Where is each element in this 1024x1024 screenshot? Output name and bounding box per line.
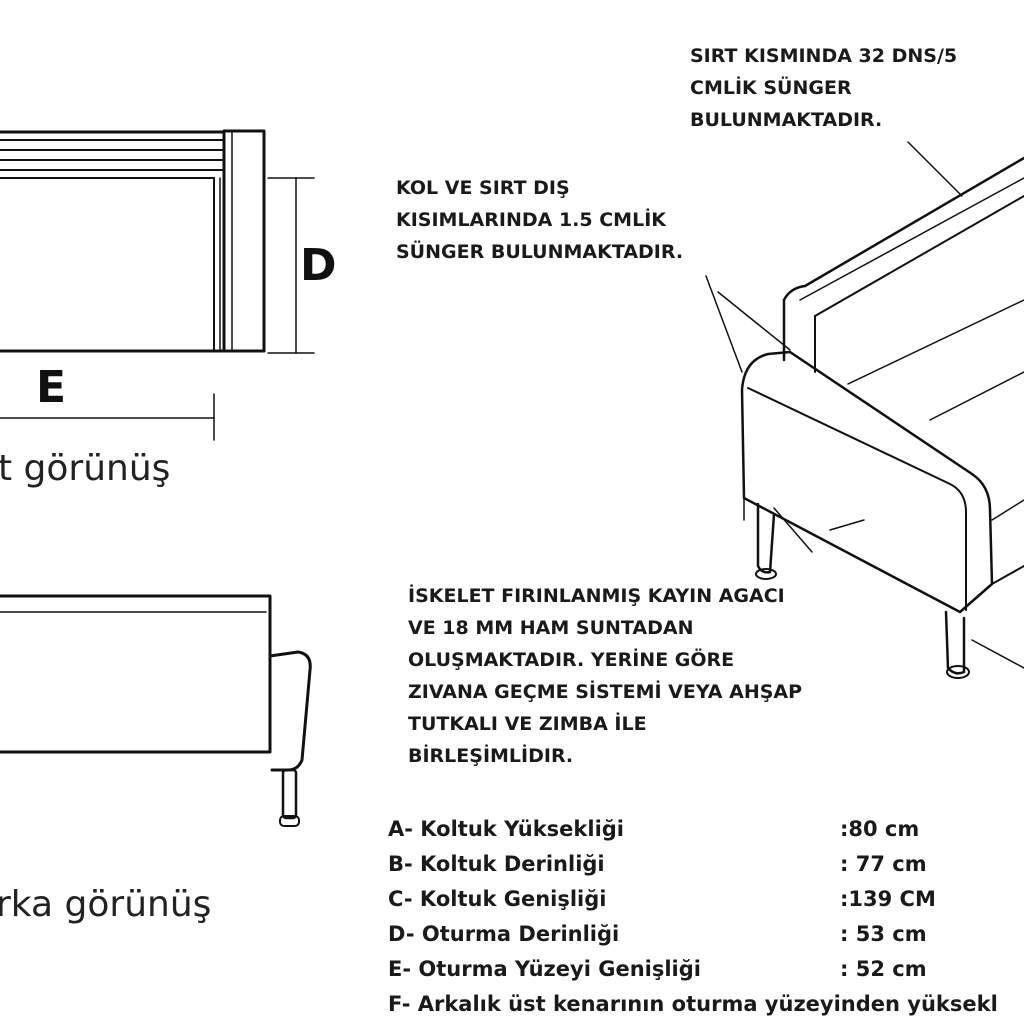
spec-label: A- Koltuk Yüksekliği bbox=[388, 817, 625, 841]
spec-label: E- Oturma Yüzeyi Genişliği bbox=[388, 957, 701, 981]
note-line: OLUŞMAKTADIR. YERİNE GÖRE bbox=[408, 649, 735, 671]
spec-row: D- Oturma Derinliği : 53 cm bbox=[388, 917, 1024, 952]
note-line: VE 18 MM HAM SUNTADAN bbox=[408, 617, 694, 639]
perspective-sofa-drawing bbox=[705, 141, 1024, 679]
spec-value: : 52 cm bbox=[840, 957, 927, 981]
spec-label: D- Oturma Derinliği bbox=[388, 922, 620, 946]
spec-value: :139 CM bbox=[840, 887, 936, 911]
note-outer-foam: KOL VE SIRT DIŞ KISIMLARINDA 1.5 CMLİK S… bbox=[396, 172, 683, 268]
back-view-armrest bbox=[268, 650, 312, 772]
top-view-armrest bbox=[222, 129, 266, 353]
top-view-drawing bbox=[0, 129, 315, 441]
dimension-line-e bbox=[0, 393, 215, 441]
spec-value: : 77 cm bbox=[840, 852, 927, 876]
top-view-backrest bbox=[0, 130, 226, 179]
spec-label: B- Koltuk Derinliği bbox=[388, 852, 605, 876]
spec-row: A- Koltuk Yüksekliği :80 cm bbox=[388, 812, 1024, 847]
note-line: SÜNGER BULUNMAKTADIR. bbox=[396, 241, 684, 263]
back-view-leg bbox=[281, 768, 298, 820]
leader-lines bbox=[705, 141, 1024, 669]
note-line: TUTKALI VE ZIMBA İLE bbox=[408, 713, 647, 735]
spec-label: F- Arkalık üst kenarının oturma yüzeyind… bbox=[388, 992, 998, 1016]
note-line: KOL VE SIRT DIŞ bbox=[396, 177, 570, 199]
back-view-leg-foot bbox=[279, 815, 300, 827]
dimension-label-e: E bbox=[36, 362, 67, 413]
spec-row: F- Arkalık üst kenarının oturma yüzeyind… bbox=[388, 987, 1024, 1022]
note-back-foam: SIRT KISMINDA 32 DNS/5 CMLİK SÜNGER BULU… bbox=[690, 40, 957, 136]
spec-row: E- Oturma Yüzeyi Genişliği : 52 cm bbox=[388, 952, 1024, 987]
back-view-label: rka görünüş bbox=[0, 884, 212, 925]
spec-row: C- Koltuk Genişliği :139 CM bbox=[388, 882, 1024, 917]
armrest-perspective bbox=[740, 350, 1024, 614]
note-line: BULUNMAKTADIR. bbox=[690, 109, 883, 131]
rear-leg bbox=[773, 507, 970, 679]
note-line: İSKELET FIRINLANMIŞ KAYIN AGACI bbox=[408, 585, 785, 607]
spec-list: A- Koltuk Yüksekliği :80 cm B- Koltuk De… bbox=[388, 812, 1024, 1022]
dimension-label-d: D bbox=[300, 240, 337, 291]
top-view-label: t görünüş bbox=[0, 448, 171, 489]
spec-value: : 53 cm bbox=[840, 922, 927, 946]
dimension-line-d bbox=[267, 177, 315, 354]
note-line: KISIMLARINDA 1.5 CMLİK bbox=[396, 209, 666, 231]
note-line: SIRT KISMINDA 32 DNS/5 bbox=[690, 45, 958, 67]
front-leg bbox=[755, 502, 777, 580]
spec-row: B- Koltuk Derinliği : 77 cm bbox=[388, 847, 1024, 882]
spec-value: :80 cm bbox=[840, 817, 920, 841]
spec-label: C- Koltuk Genişliği bbox=[388, 887, 607, 911]
note-line: ZIVANA GEÇME SİSTEMİ VEYA AHŞAP bbox=[408, 681, 803, 703]
back-view-outline bbox=[0, 594, 272, 754]
back-view-drawing bbox=[0, 594, 312, 827]
backrest-perspective bbox=[782, 156, 1024, 421]
top-view-seat bbox=[0, 177, 266, 353]
note-line: BİRLEŞİMLİDIR. bbox=[408, 745, 574, 767]
note-frame: İSKELET FIRINLANMIŞ KAYIN AGACI VE 18 MM… bbox=[408, 580, 802, 772]
note-line: CMLİK SÜNGER bbox=[690, 77, 852, 99]
